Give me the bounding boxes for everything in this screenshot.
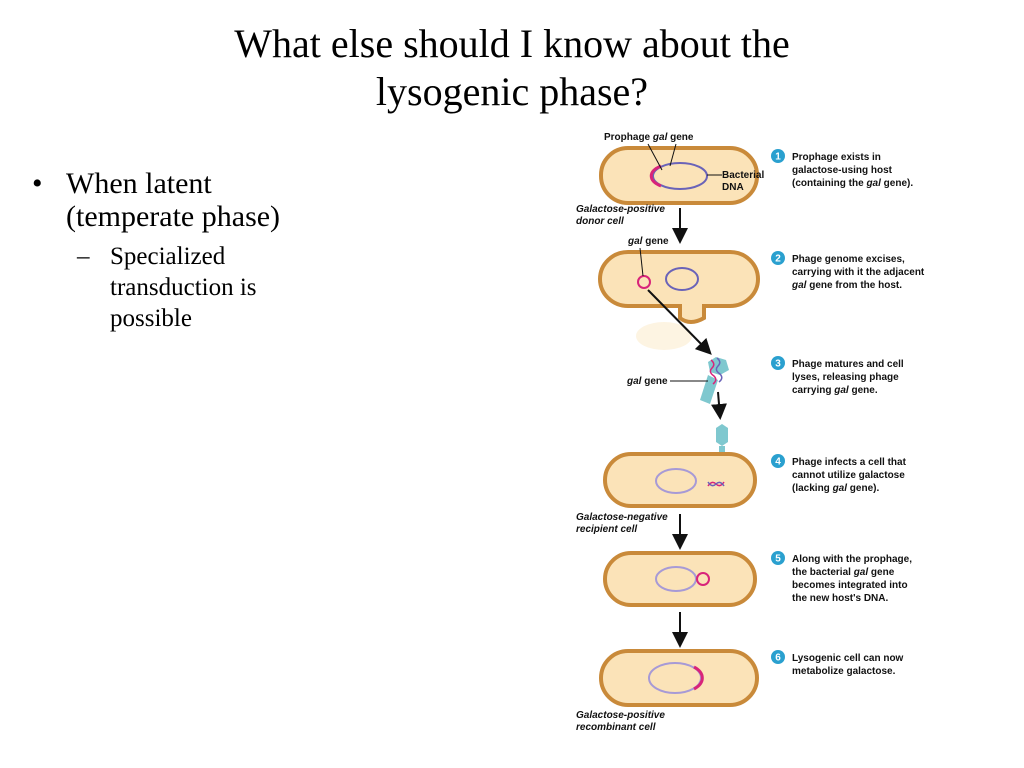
host-dna-circle: [655, 468, 697, 494]
step-1: 1 Prophage exists in galactose-using host (…: [771, 149, 913, 189]
label-donor-line-2: donor cell: [576, 216, 624, 227]
step-number-badge: [771, 551, 785, 565]
step-number-badge: [771, 251, 785, 265]
step-text-line: galactose-using host: [792, 165, 893, 176]
step-text-line: cannot utilize galactose: [792, 470, 905, 481]
label-gal-gene-3: gal gene: [626, 376, 668, 387]
cell-membrane: [603, 551, 757, 607]
step-text-line: Prophage exists in: [792, 152, 881, 163]
host-dna-circle: [665, 267, 699, 291]
label-donor-line-1: Galactose-positive: [576, 204, 665, 215]
arrow-diagonal: [647, 289, 712, 355]
step-5: 5 Along with the prophage, the bacterial g…: [771, 551, 912, 604]
step-4: 4 Phage infects a cell that cannot utilize…: [771, 454, 907, 494]
bullet-text-line-2: (temperate phase): [66, 200, 281, 233]
step-number-badge: [771, 149, 785, 163]
sub-bullet-line-2: transduction is: [110, 274, 257, 301]
step-text-line: carrying gal gene.: [792, 385, 878, 396]
cell-donor: [599, 146, 759, 205]
step-text-line: (containing the gal gene).: [792, 178, 913, 189]
step-number: 2: [775, 254, 781, 265]
step-number-badge: [771, 356, 785, 370]
label-prophage-gal-gene: Prophage gal gene: [604, 132, 694, 143]
cell-integrating: [603, 551, 757, 607]
label-recipient-line-2: recipient cell: [576, 524, 637, 535]
arrow-down: [711, 391, 727, 420]
step-text-line: Phage genome excises,: [792, 254, 905, 265]
step-text-line: Lysogenic cell can now: [792, 653, 904, 664]
step-text-line: becomes integrated into: [792, 580, 908, 591]
bullet-dot: •: [32, 167, 43, 200]
cell-membrane: [599, 146, 759, 205]
step-6: 6 Lysogenic cell can now metabolize galact…: [771, 650, 904, 677]
step-text-line: Phage matures and cell: [792, 359, 904, 370]
slide-title-line-2: lysogenic phase?: [375, 69, 649, 114]
step-text-line: gal gene from the host.: [791, 280, 902, 291]
step-number: 4: [775, 457, 781, 468]
step-2: 2 Phage genome excises, carrying with it t…: [771, 251, 925, 291]
step-number: 6: [775, 653, 781, 664]
step-number: 3: [775, 359, 781, 370]
step-text-line: metabolize galactose.: [792, 666, 896, 677]
sub-bullet-dash: –: [77, 243, 90, 270]
excised-phage-gal-circle: [637, 275, 651, 289]
leader-line: [669, 143, 677, 167]
prophage-gal-segment: [649, 164, 662, 188]
label-gal-gene-2: gal gene: [627, 236, 669, 247]
leader-line: [639, 247, 644, 277]
step-text-line: Along with the prophage,: [792, 554, 912, 565]
step-number: 1: [775, 152, 781, 163]
step-text-line: the new host's DNA.: [792, 593, 888, 604]
sub-bullet-line-3: possible: [110, 305, 192, 332]
sub-bullet-item: – Specialized transduction is possible: [30, 241, 370, 334]
step-number-badge: [771, 454, 785, 468]
step-text-line: carrying with it the adjacent: [792, 267, 925, 278]
step-number-badge: [771, 650, 785, 664]
cell-recipient: [603, 452, 757, 508]
step-text-line: the bacterial gal gene: [792, 567, 895, 578]
integrated-gal-segment: [693, 665, 704, 691]
label-dna: DNA: [722, 182, 744, 193]
label-recipient-line-1: Galactose-negative: [576, 512, 668, 523]
step-text-line: lyses, releasing phage: [792, 372, 899, 383]
slide-title: What else should I know about the lysoge…: [60, 20, 964, 116]
bullet-item: • When latent (temperate phase): [30, 167, 370, 233]
cell-lysing: [598, 250, 760, 350]
bullet-list: • When latent (temperate phase) – Specia…: [30, 167, 370, 334]
step-number: 5: [775, 554, 781, 565]
phage-dna-blue: [715, 357, 723, 383]
label-recombinant-line-2: recombinant cell: [576, 722, 656, 733]
phage-head: [716, 424, 728, 446]
cytoplasm-spill: [636, 322, 692, 350]
step-text-line: Phage infects a cell that: [792, 457, 907, 468]
cell-recombinant: [599, 649, 759, 707]
gal-gene-circle: [696, 572, 710, 586]
host-dna-circle: [652, 162, 708, 190]
slide-title-line-1: What else should I know about the: [234, 21, 790, 66]
step-captions: 1 Prophage exists in galactose-using host (…: [771, 149, 925, 677]
injected-dna-blue: [707, 481, 725, 487]
leader-line: [647, 143, 663, 171]
step-3: 3 Phage matures and cell lyses, releasing …: [771, 356, 904, 396]
step-text-line: (lacking gal gene).: [792, 483, 879, 494]
sub-bullet-line-1: Specialized: [110, 243, 226, 270]
phage-released: [700, 357, 729, 404]
cell-membrane: [599, 649, 759, 707]
phage-dna-pink: [709, 359, 717, 385]
label-recombinant-line-1: Galactose-positive: [576, 710, 665, 721]
cell-membrane: [603, 452, 757, 508]
phage-tail: [700, 375, 718, 404]
bullet-text-line-1: When latent: [66, 167, 212, 200]
label-bacterial: Bacterial: [722, 170, 764, 181]
cell-membrane: [598, 250, 760, 324]
